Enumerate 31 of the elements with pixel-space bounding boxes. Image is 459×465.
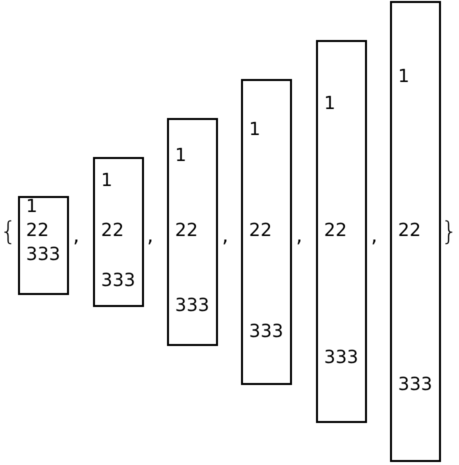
number-text: 333 [398,375,432,395]
number-text: 1 [175,146,186,166]
number-text: 22 [175,221,198,241]
number-text: 1 [324,94,336,114]
frame-box [390,1,441,462]
number-text: 22 [398,221,421,241]
number-text: 333 [26,245,60,265]
frame-box [316,40,367,423]
number-text: 1 [26,197,38,217]
frame-box [93,157,144,307]
number-text: 333 [249,322,284,342]
number-text: 333 [175,296,210,316]
number-text: 22 [101,221,124,241]
brace: { [0,217,17,247]
number-text: 1 [398,67,410,87]
number-text: 333 [101,271,136,291]
brace: } [441,217,458,247]
number-text: 22 [26,221,49,241]
frame-box [241,79,292,385]
comma: , [73,223,80,247]
number-text: 333 [324,348,358,368]
comma: , [222,223,228,247]
comma: , [147,223,154,247]
number-text: 22 [324,221,347,241]
frame-box [18,196,69,295]
number-text: 1 [101,171,112,191]
number-text: 1 [249,120,260,140]
comma: , [371,223,378,247]
frame-box [167,118,218,346]
comma: , [296,223,302,247]
number-text: 22 [249,221,272,241]
